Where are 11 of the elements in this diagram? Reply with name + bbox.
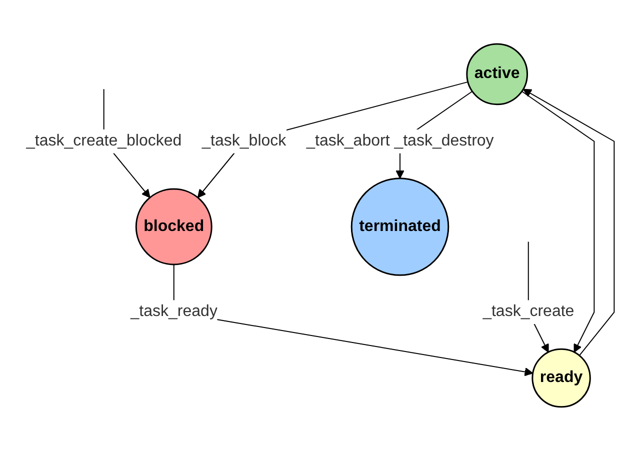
edge-label: _task_abort _task_destroy — [306, 132, 494, 149]
edge-label: _task_create — [482, 302, 575, 320]
edge-label: _task_block — [202, 132, 287, 149]
node-circle: ready — [532, 348, 592, 408]
arrow — [523, 88, 616, 356]
arrow — [198, 81, 469, 198]
node-circle: terminated — [351, 177, 450, 276]
edge-label: _task_ready — [130, 302, 218, 320]
node-circle: active — [466, 42, 528, 105]
edge-label: _task_create_blocked — [26, 132, 182, 149]
node-circle: blocked — [136, 188, 213, 265]
